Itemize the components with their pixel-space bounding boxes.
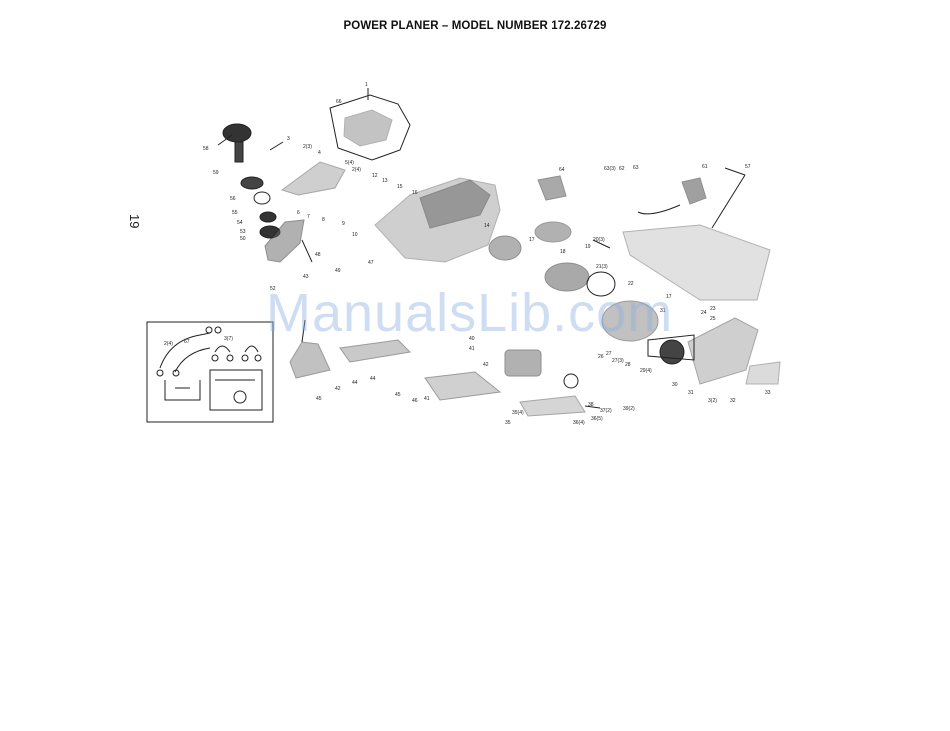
main-body-part — [374, 177, 501, 263]
callout: 44 — [370, 376, 376, 382]
callout: 36(4) — [573, 420, 585, 426]
callout: 37(2) — [600, 408, 612, 414]
callout: 13 — [382, 178, 388, 184]
callout: 15 — [397, 184, 403, 190]
callout: 24 — [701, 310, 707, 316]
page-title: POWER PLANER – MODEL NUMBER 172.26729 — [343, 20, 607, 32]
callout: 16 — [412, 190, 418, 196]
callout: 28 — [625, 362, 631, 368]
callout: 42 — [483, 362, 489, 368]
watermark: ManualsLib.com — [266, 283, 674, 343]
dust-bag-part — [622, 224, 771, 301]
callout: 14 — [484, 223, 490, 229]
callout: 64 — [559, 167, 565, 173]
callout: 19 — [585, 244, 591, 250]
callout: 67 — [184, 339, 190, 345]
callout: 58 — [203, 146, 209, 152]
callout: 47 — [368, 260, 374, 266]
callout: 53 — [240, 229, 246, 235]
callout: 32 — [730, 398, 736, 404]
callout: 7 — [307, 214, 310, 220]
callout: 17 — [529, 237, 535, 243]
callout: 48 — [315, 252, 321, 258]
knob-part — [222, 123, 252, 143]
callout: 5(4) — [345, 160, 354, 166]
callout: 3 — [287, 136, 290, 142]
callout: 31 — [660, 308, 666, 314]
callout: 12 — [372, 173, 378, 179]
callout: 46 — [412, 398, 418, 404]
callout: 6 — [297, 210, 300, 216]
callout: 22 — [628, 281, 634, 287]
callout: 2(4) — [164, 341, 173, 347]
callout: 52 — [270, 286, 276, 292]
callout: 2(3) — [303, 144, 312, 150]
callout: 43 — [303, 274, 309, 280]
callout: 4 — [318, 150, 321, 156]
callout: 35(4) — [512, 410, 524, 416]
callout: 27 — [606, 351, 612, 357]
callout: 39(2) — [623, 406, 635, 412]
wiring-schematic-inset — [146, 321, 274, 423]
callout: 30 — [672, 382, 678, 388]
callout: 31 — [688, 390, 694, 396]
callout: 2(4) — [352, 167, 361, 173]
callout: 41 — [424, 396, 430, 402]
callout: 45 — [316, 396, 322, 402]
belt-cover-part — [687, 317, 759, 385]
callout: 66 — [336, 99, 342, 105]
callout: 61 — [702, 164, 708, 170]
callout: 50 — [240, 236, 246, 242]
callout: 59 — [213, 170, 219, 176]
callout: 17 — [666, 294, 672, 300]
callout: 33 — [765, 390, 771, 396]
callout: 1 — [365, 82, 368, 88]
callout: 29(4) — [640, 368, 652, 374]
callout: 3(2) — [708, 398, 717, 404]
callout: 35 — [505, 420, 511, 426]
callout: 3(7) — [224, 336, 233, 342]
callout: 45 — [395, 392, 401, 398]
base-plate-part — [424, 371, 502, 401]
front-shoe-part — [264, 219, 305, 263]
callout: 9 — [342, 221, 345, 227]
callout: 41 — [469, 346, 475, 352]
callout: 57 — [745, 164, 751, 170]
callout: 63 — [633, 165, 639, 171]
callout: 10 — [352, 232, 358, 238]
callout: 25 — [710, 316, 716, 322]
callout: 49 — [335, 268, 341, 274]
callout: 44 — [352, 380, 358, 386]
callout: 56 — [230, 196, 236, 202]
callout: 63(3) — [604, 166, 616, 172]
callout: 20(3) — [593, 237, 605, 243]
callout: 42 — [335, 386, 341, 392]
callout: 18 — [560, 249, 566, 255]
callout: 21(3) — [596, 264, 608, 270]
callout: 54 — [237, 220, 243, 226]
callout: 27(3) — [612, 358, 624, 364]
callout: 40 — [469, 336, 475, 342]
callout: 36(5) — [591, 416, 603, 422]
callout: 38 — [588, 402, 594, 408]
callout: 55 — [232, 210, 238, 216]
callout-labels: 1 66 3 58 59 56 55 54 53 50 2(3) 4 5(4) … — [164, 82, 771, 426]
callout: 62 — [619, 166, 625, 172]
callout: 26 — [598, 354, 604, 360]
callout: 8 — [322, 217, 325, 223]
housing-part — [329, 94, 411, 161]
callout: 23 — [710, 306, 716, 312]
